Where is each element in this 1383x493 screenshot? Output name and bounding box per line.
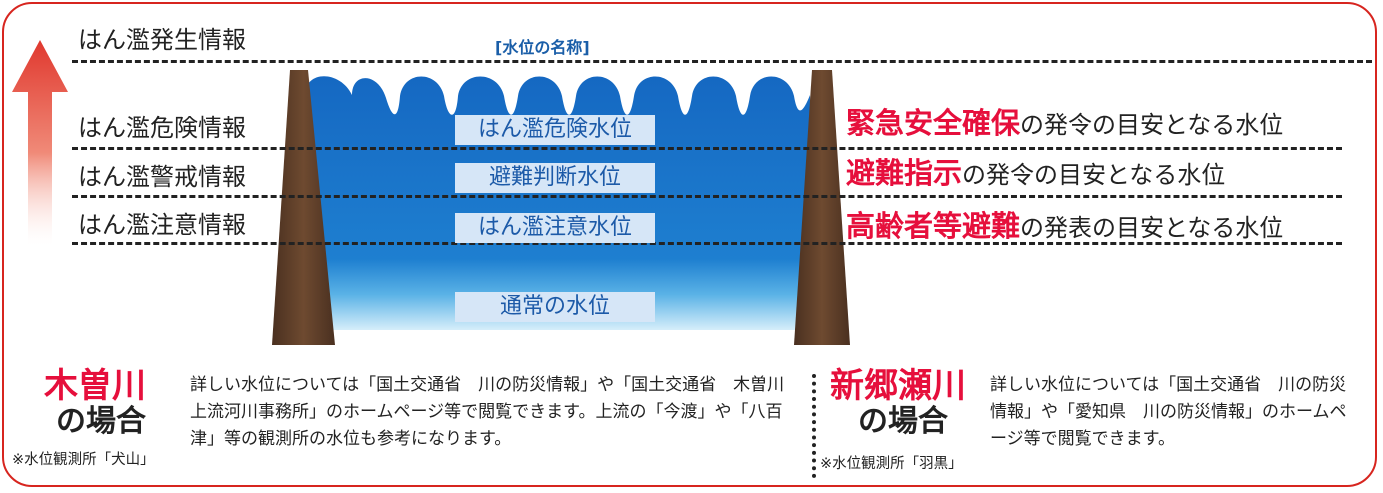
guide-elderly: 高齢者等避難の発表の目安となる水位 (846, 203, 1283, 245)
rising-arrow-icon (12, 40, 68, 245)
line-warning (72, 195, 1342, 198)
guide-elderly-rest: の発表の目安となる水位 (1020, 214, 1284, 242)
guide-emergency: 緊急安全確保の発令の目安となる水位 (846, 100, 1283, 142)
level-evacuation-label: 避難判断水位 (455, 163, 655, 193)
case-shingo-name: 新郷瀬川 (830, 366, 966, 406)
info-occurrence: はん濫発生情報 (78, 26, 246, 54)
case-kiso-name: 木曽川 (44, 366, 146, 406)
case-kiso-desc: 詳しい水位については「国土交通省 川の防災情報」や「国土交通省 木曽川上流河川事… (190, 375, 785, 449)
level-normal-label: 通常の水位 (455, 292, 655, 322)
level-caution-label: はん濫注意水位 (455, 213, 655, 243)
outer-frame (2, 2, 1377, 487)
case-shingo-station: ※水位観測所「羽黒」 (820, 456, 963, 472)
diagram-title: [水位の名称] (495, 38, 590, 57)
line-occurrence (72, 60, 1372, 63)
guide-elderly-emphasis: 高齢者等避難 (846, 209, 1021, 243)
guide-evacuation-rest: の発令の目安となる水位 (962, 161, 1226, 189)
guide-evacuation: 避難指示の発令の目安となる水位 (846, 150, 1225, 192)
guide-evacuation-emphasis: 避難指示 (846, 156, 963, 190)
left-bank (272, 70, 335, 345)
guide-emergency-emphasis: 緊急安全確保 (846, 106, 1021, 140)
guide-emergency-rest: の発令の目安となる水位 (1020, 111, 1284, 139)
right-bank (794, 70, 850, 345)
case-kiso-suffix: の場合 (56, 404, 146, 439)
info-danger: はん濫危険情報 (78, 114, 246, 142)
case-kiso-station: ※水位観測所「犬山」 (12, 452, 155, 468)
case-shingo-suffix: の場合 (858, 404, 948, 439)
water-body (290, 76, 822, 330)
case-shingo-desc: 詳しい水位については「国土交通省 川の防災情報」や「愛知県 川の防災情報」のホー… (990, 375, 1347, 449)
info-warning: はん濫警戒情報 (78, 163, 246, 191)
info-caution: はん濫注意情報 (78, 211, 246, 239)
case-divider (812, 374, 816, 478)
line-caution (72, 242, 1342, 245)
level-danger-label: はん濫危険水位 (455, 115, 655, 145)
line-danger (72, 147, 1342, 150)
